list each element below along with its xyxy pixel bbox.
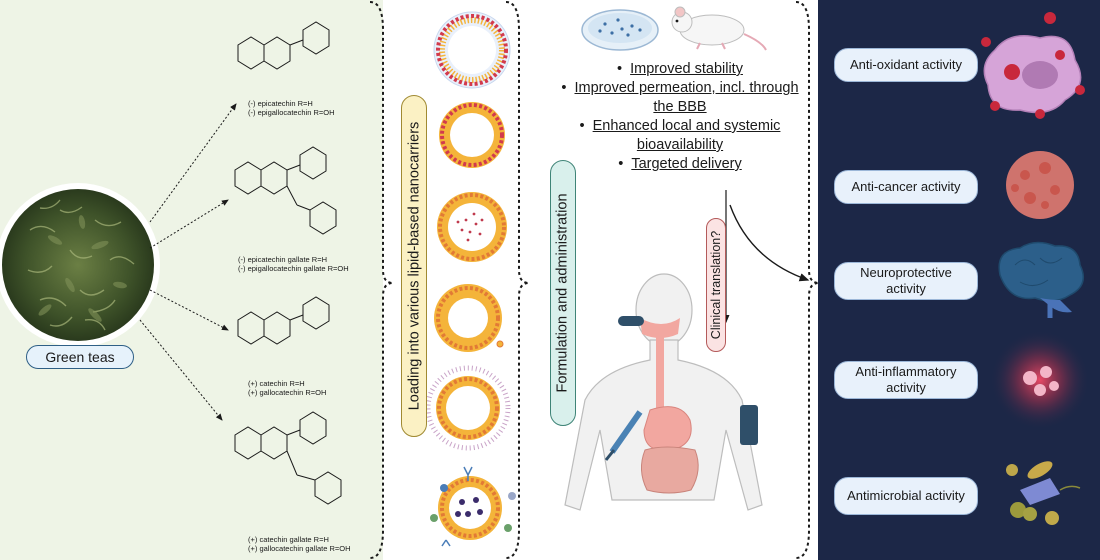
- divider-brace-2: [505, 1, 530, 559]
- structure-catechin-gallate: [234, 411, 342, 505]
- clinical-label: Clinical translation?: [709, 230, 724, 340]
- activity-antimicrobial: Antimicrobial activity: [834, 477, 978, 515]
- activity-neuroprotective: Neuroprotective activity: [834, 262, 978, 300]
- nanocarrier-targeted: [430, 466, 516, 547]
- structure-catechin: [237, 296, 330, 345]
- petri-dish-icon: [581, 9, 659, 51]
- catechin-label-4: (+) catechin gallate R=H(+) gallocatechi…: [248, 535, 351, 553]
- loading-label: Loading into various lipid-based nanocar…: [406, 121, 423, 411]
- formulation-pill: Formulation and administration: [550, 160, 576, 426]
- activity-antioxidant: Anti-oxidant activity: [834, 48, 978, 82]
- clinical-translation-pill: Clinical translation?: [706, 218, 726, 352]
- microbes-icon: [1006, 461, 1081, 525]
- benefit-item: •Improved permeation, incl. through the …: [561, 80, 799, 115]
- arrow-to-catechin-2: [149, 199, 229, 249]
- catechin-label-1: (-) epicatechin R=H(-) epigallocatechin …: [248, 99, 335, 117]
- green-teas-label: Green teas: [26, 345, 134, 369]
- catechin-label-2: (-) epicatechin gallate R=H(-) epigalloc…: [238, 255, 349, 273]
- nanocarrier-lipid-nanocapsule: [425, 365, 511, 451]
- benefit-item: •Enhanced local and systemic bioavailabi…: [579, 118, 781, 153]
- structure-epicatechin: [237, 21, 330, 70]
- mouse-icon: [671, 6, 767, 51]
- inflammation-icon: [990, 330, 1090, 430]
- nanocarrier-liposome: [439, 102, 505, 168]
- nanocarrier-nanoemulsion: [437, 192, 507, 262]
- benefits-list: •Improved stability •Improved permeation…: [560, 60, 800, 174]
- nanocarrier-solid-lipid: [434, 284, 504, 352]
- activity-anticancer: Anti-cancer activity: [834, 170, 978, 204]
- formulation-label: Formulation and administration: [555, 193, 572, 393]
- benefit-item: •Targeted delivery: [618, 156, 742, 172]
- benefit-item: •Improved stability: [617, 61, 743, 77]
- arrow-to-activities: [729, 204, 810, 282]
- activity-antiinflammatory: Anti-inflammatory activity: [834, 361, 978, 399]
- arrow-to-catechin-1: [149, 103, 237, 223]
- human-body-icon: [564, 273, 763, 511]
- tumor-cell-icon: [1006, 151, 1074, 219]
- green-tea-leaves-image: [0, 183, 160, 347]
- brain-icon: [998, 241, 1085, 318]
- arrow-to-catechin-3: [149, 289, 229, 331]
- nanocarrier-micelle: [433, 11, 511, 89]
- catechin-label-3: (+) catechin R=H(+) gallocatechin R=OH: [248, 379, 327, 397]
- arrow-to-catechin-4: [139, 319, 223, 421]
- loading-pill: Loading into various lipid-based nanocar…: [401, 95, 427, 437]
- oxidative-cell-icon: [981, 12, 1085, 119]
- structure-epicatechin-gallate: [234, 146, 337, 235]
